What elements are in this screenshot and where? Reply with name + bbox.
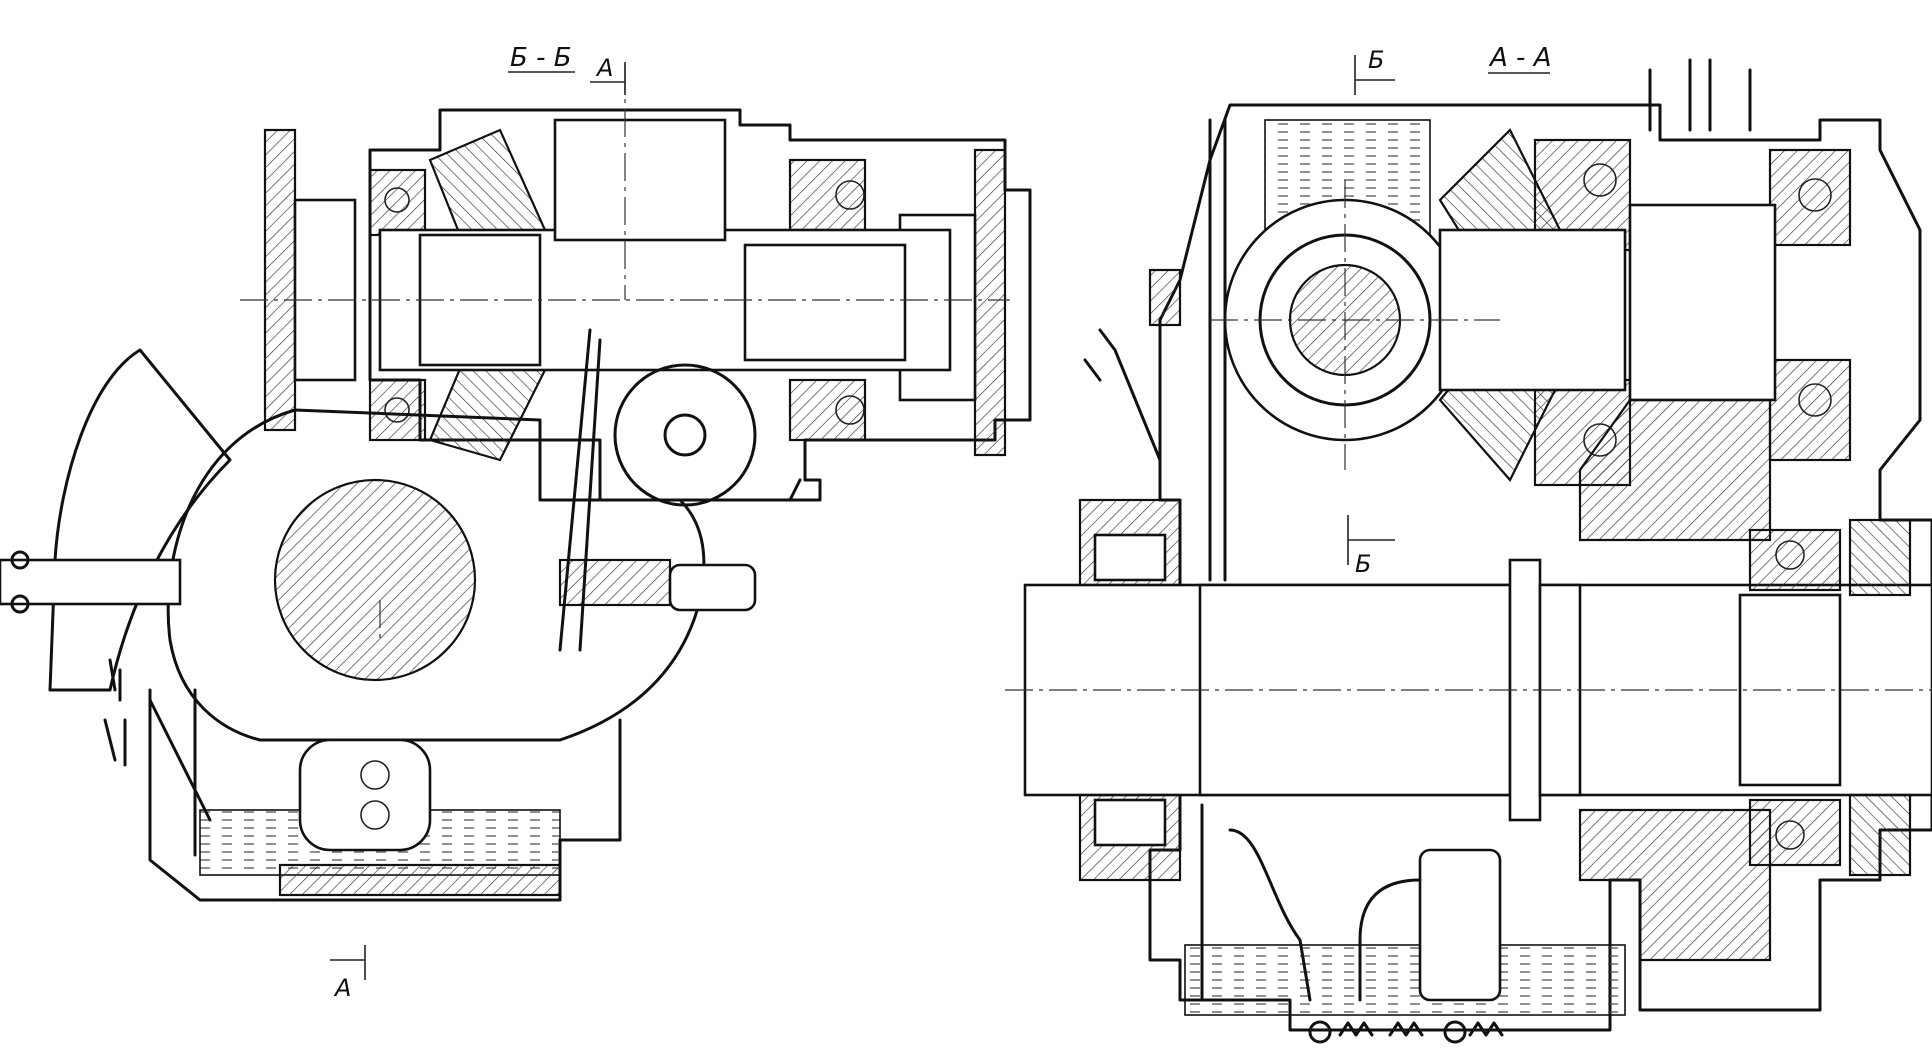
left-flange <box>263 128 297 432</box>
worm-wheel-hub <box>273 478 477 682</box>
cut-a-bottom-label: А <box>333 974 351 1002</box>
oil-sump-right <box>1184 944 1626 1016</box>
cut-a-top-label: А <box>595 54 613 82</box>
cut-b-mid-label: Б <box>1355 550 1371 578</box>
section-aa-label: А - А <box>1488 43 1551 73</box>
section-aa-view <box>1005 58 1932 1044</box>
oil-pump-right <box>1418 848 1502 1002</box>
oil-pump <box>298 738 432 852</box>
section-bb-label: Б - Б <box>510 43 572 73</box>
right-flange <box>973 148 1007 457</box>
cut-b-top-label: Б <box>1368 46 1384 74</box>
section-bb-view <box>0 65 1032 902</box>
